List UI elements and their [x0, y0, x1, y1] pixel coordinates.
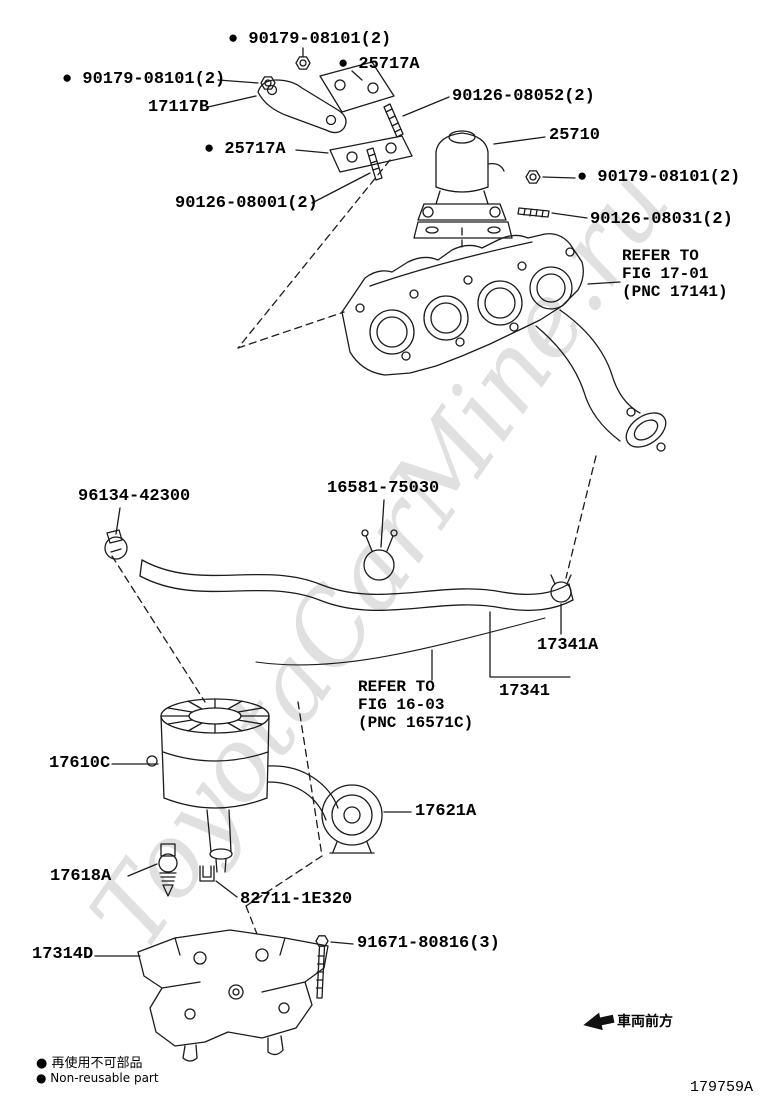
bolt-91671-drawing — [315, 935, 329, 999]
label-91671-80816: 91671-80816(3) — [357, 934, 500, 953]
label-90126-08001: 90126-08001(2) — [175, 194, 318, 213]
bracket-17117b-drawing — [257, 79, 347, 134]
hose-17341-drawing — [139, 559, 574, 666]
label-17117b: 17117B — [148, 98, 210, 117]
label-90179-08101-left: ● 90179-08101(2) — [62, 70, 226, 89]
resonator-17621a-drawing — [321, 784, 383, 854]
clip-82711-drawing — [199, 865, 215, 882]
label-25717a-lower: ● 25717A — [204, 140, 286, 159]
label-82711-1e320: 82711-1E320 — [240, 890, 353, 909]
label-90179-08101-right: ● 90179-08101(2) — [577, 168, 741, 187]
gasket-25717a-drawings — [319, 61, 413, 173]
clamp-17341a-drawing — [550, 574, 572, 603]
stud-bolt-drawings — [366, 103, 550, 218]
label-17621a: 17621A — [415, 802, 477, 821]
label-90126-08052: 90126-08052(2) — [452, 87, 595, 106]
label-17618a: 17618A — [50, 867, 112, 886]
label-16581-75030: 16581-75030 — [327, 479, 440, 498]
part-17618a-drawing — [158, 843, 178, 897]
label-17314d: 17314D — [32, 945, 94, 964]
label-17341a: 17341A — [537, 636, 599, 655]
label-17610c: 17610C — [49, 754, 111, 773]
front-direction-arrow-icon — [583, 1012, 615, 1031]
legend-non-reusable-en: ● Non-reusable part — [36, 1071, 159, 1085]
clamp-96134-drawing — [104, 529, 128, 560]
label-25717a-upper: ● 25717A — [338, 55, 420, 74]
note-refer-fig-17-01: REFER TO FIG 17-01 (PNC 17141) — [622, 247, 728, 301]
clamp-16581-drawing — [361, 529, 398, 581]
bracket-17314d-drawing — [137, 929, 329, 1062]
legend-non-reusable-jp: ● 再使用不可部品 — [36, 1056, 143, 1071]
label-17341: 17341 — [499, 682, 551, 701]
air-pump-17610c-drawing — [146, 698, 339, 873]
label-90126-08031: 90126-08031(2) — [590, 210, 733, 229]
leader-lines — [94, 47, 621, 957]
label-25710: 25710 — [549, 126, 601, 145]
valve-25710-drawing — [413, 130, 513, 239]
nut-drawings — [260, 56, 541, 184]
figure-code: 179759A — [690, 1079, 754, 1096]
note-refer-fig-16-03: REFER TO FIG 16-03 (PNC 16571C) — [358, 678, 474, 732]
label-96134-42300: 96134-42300 — [78, 487, 191, 506]
assembly-dash-lines — [111, 159, 597, 935]
exhaust-manifold-drawing — [341, 233, 667, 452]
vehicle-front-note: 車両前方 — [617, 1014, 673, 1030]
label-90179-08101-top: ● 90179-08101(2) — [228, 30, 392, 49]
